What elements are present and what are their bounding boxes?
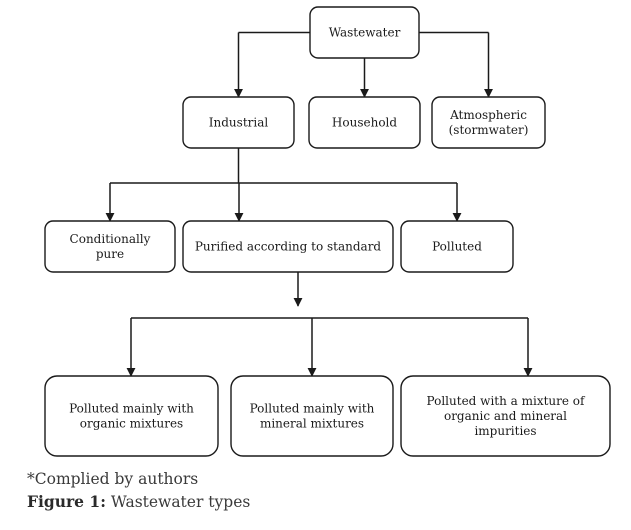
node-label-line: Polluted mainly with [69, 402, 194, 416]
node-industrial: Industrial [182, 96, 295, 149]
connectors [105, 31, 533, 377]
node-label-line: Wastewater [329, 26, 401, 40]
node-label-line: Industrial [209, 116, 269, 130]
node-box [44, 220, 176, 273]
node-label-line: organic and mineral [444, 409, 567, 423]
node-label-line: pure [96, 247, 124, 261]
node-box [400, 375, 611, 457]
node-label-line: Household [332, 116, 397, 130]
figure-title: Wastewater types [105, 493, 251, 511]
node-label-line: mineral mixtures [260, 417, 364, 431]
node-label-line: organic mixtures [80, 417, 183, 431]
node-box [182, 220, 394, 273]
node-box [308, 96, 421, 149]
node-polluted: Polluted [400, 220, 514, 273]
node-box [182, 96, 295, 149]
node-household: Household [308, 96, 421, 149]
node-label-line: Polluted mainly with [250, 402, 375, 416]
source-note: *Complied by authors [27, 470, 199, 488]
node-wastewater: Wastewater [309, 6, 420, 59]
node-label-line: Purified according to standard [195, 240, 382, 254]
figure-label: Figure 1: [27, 492, 106, 511]
node-label-line: Atmospheric [449, 108, 527, 122]
node-atmospheric: Atmospheric(stormwater) [431, 96, 546, 149]
node-box [230, 375, 394, 457]
node-label-line: (stormwater) [449, 123, 529, 137]
node-label-line: Polluted with a mixture of [427, 394, 586, 408]
node-label-line: Polluted [432, 240, 482, 254]
node-box [309, 6, 420, 59]
node-label-line: Conditionally [70, 232, 151, 246]
node-box [44, 375, 219, 457]
node-purified: Purified according to standard [182, 220, 394, 273]
node-box [400, 220, 514, 273]
node-label-line: impurities [474, 424, 536, 438]
figure-caption: Figure 1: Wastewater types [27, 492, 250, 511]
node-box [431, 96, 546, 149]
